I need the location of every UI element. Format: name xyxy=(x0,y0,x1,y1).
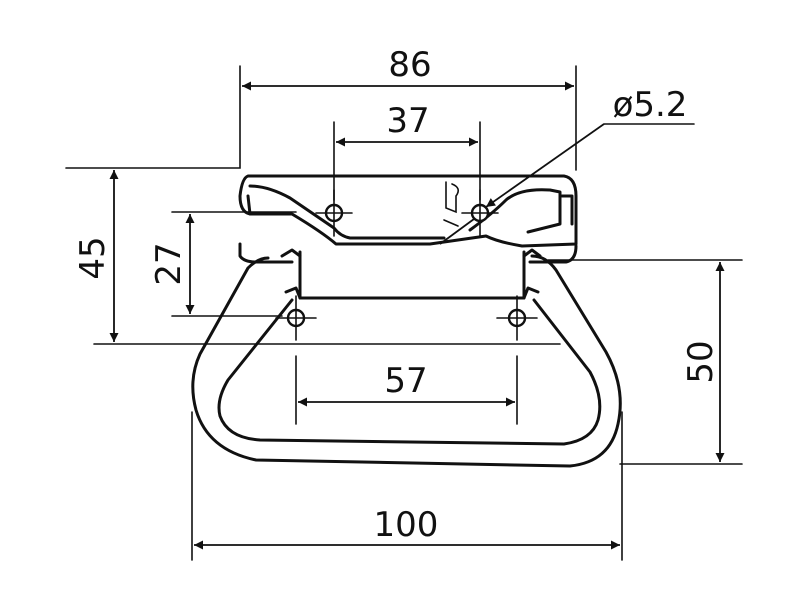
dim-label-57: 57 xyxy=(384,361,427,401)
handle-loop xyxy=(191,248,622,468)
hole-bottom-left xyxy=(275,295,317,341)
dim-label-27: 27 xyxy=(149,242,189,285)
dimension-37: 37 xyxy=(336,101,478,147)
dimension-100: 100 xyxy=(194,505,620,550)
dimension-27: 27 xyxy=(149,214,195,314)
dim-label-86: 86 xyxy=(388,45,431,85)
dim-label-diameter: ø5.2 xyxy=(613,85,688,125)
dim-label-37: 37 xyxy=(386,101,429,141)
bracket-body xyxy=(238,174,578,300)
hole-bottom-right xyxy=(496,295,538,341)
dimension-diameter: ø5.2 xyxy=(439,85,695,245)
hole-top-right xyxy=(461,189,499,237)
dim-label-45: 45 xyxy=(73,236,113,279)
dim-label-100: 100 xyxy=(374,505,439,545)
mounting-holes xyxy=(275,189,538,341)
dimension-86: 86 xyxy=(242,45,574,91)
dimension-50: 50 xyxy=(681,262,725,462)
dimension-45: 45 xyxy=(73,170,119,342)
extension-lines xyxy=(65,65,743,561)
dim-label-50: 50 xyxy=(681,340,721,383)
dimension-57: 57 xyxy=(298,361,515,407)
